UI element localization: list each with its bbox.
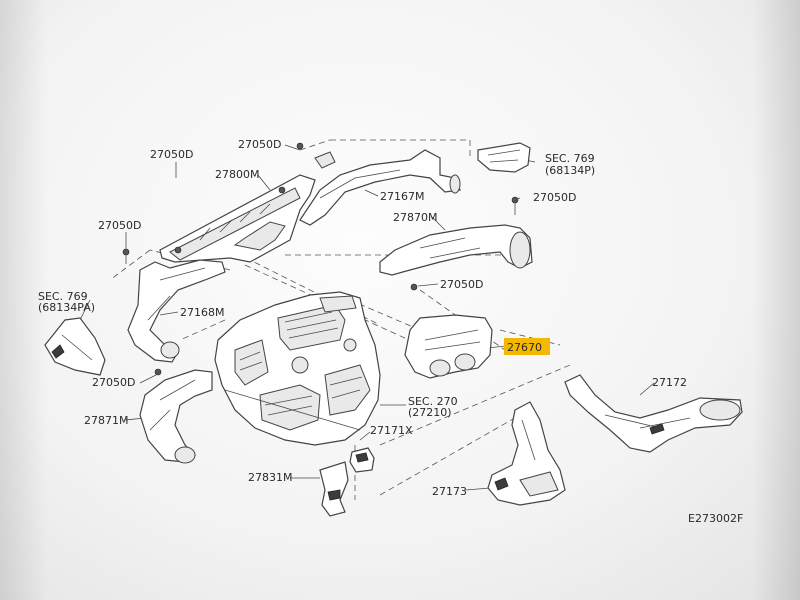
panel-sec-769-right — [477, 142, 531, 173]
label-sec-769-right-2: (68134P) — [545, 164, 595, 177]
label-bolt-bottom-left: 27050D — [92, 376, 135, 389]
center-vent-nozzle-27800m — [159, 174, 316, 263]
label-duct-27871m: 27871M — [84, 414, 128, 427]
label-bolt-top-center: 27050D — [238, 138, 281, 151]
label-bolt-top-left: 27050D — [150, 148, 193, 161]
figure-code: E273002F — [688, 512, 743, 525]
upper-duct-27167m — [296, 142, 461, 226]
highlight-marker — [504, 338, 550, 355]
label-clip-27171x: 27171X — [370, 424, 413, 437]
label-sec-270-1: SEC. 270 — [408, 395, 458, 408]
hvac-unit-sec-270 — [214, 291, 381, 446]
label-duct-27870m: 27870M — [393, 211, 437, 224]
label-duct-27173: 27173 — [432, 485, 467, 498]
duct-27168m — [127, 259, 226, 363]
bolt-27050d-left — [122, 248, 130, 264]
label-duct-27172: 27172 — [652, 376, 687, 389]
label-bolt-right: 27050D — [533, 191, 576, 204]
label-nozzle-27800m: 27800M — [215, 168, 259, 181]
label-sec-270-2: (27210) — [408, 406, 452, 419]
clip-27171x — [349, 447, 375, 473]
panel-sec-769-left — [44, 317, 106, 376]
label-bolt-left: 27050D — [98, 219, 141, 232]
bracket-27831m — [319, 461, 349, 517]
bolt-27050d-mid — [410, 283, 418, 291]
label-sec-769-left-2: (68134PA) — [38, 301, 95, 314]
label-duct-27167m: 27167M — [380, 190, 424, 203]
callout-labels: 27050D 27050D 27800M 27167M SEC. 769 (68… — [38, 138, 743, 525]
label-bracket-27831m: 27831M — [248, 471, 292, 484]
label-duct-27168m: 27168M — [180, 306, 224, 319]
label-sec-769-left-1: SEC. 769 — [38, 290, 88, 303]
label-sec-769-right-1: SEC. 769 — [545, 152, 595, 165]
duct-27173 — [487, 401, 566, 506]
duct-27172 — [564, 374, 743, 453]
bolt-27050d-bottom-left — [154, 368, 162, 376]
duct-27670 — [404, 314, 493, 379]
duct-27870m — [379, 196, 533, 276]
label-duct-27670: 27670 — [507, 341, 542, 354]
duct-27871m — [139, 369, 213, 464]
label-bolt-mid: 27050D — [440, 278, 483, 291]
